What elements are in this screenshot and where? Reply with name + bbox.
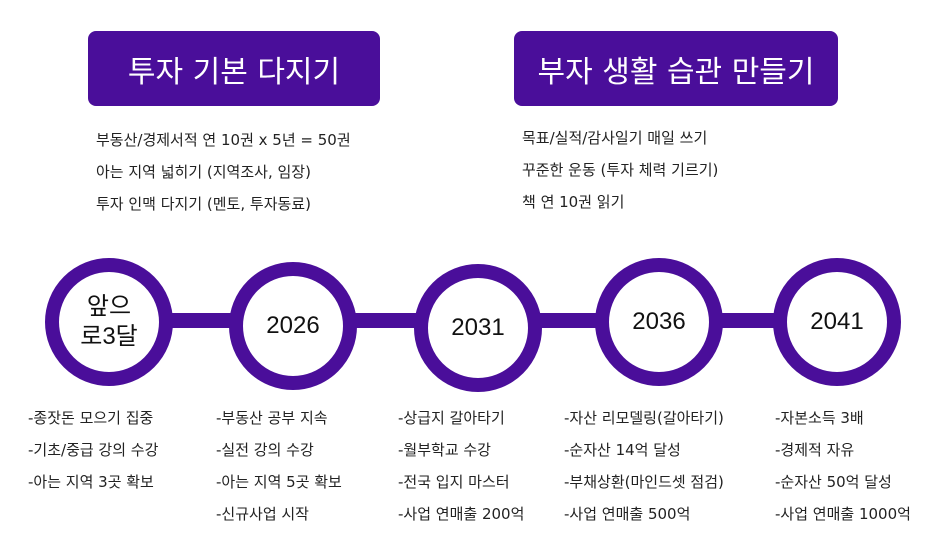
goal-item: -전국 입지 마스터 xyxy=(398,473,510,491)
timeline-node-3months: 앞으 로3달 xyxy=(45,258,173,386)
rich-habits-list: 목표/실적/감사일기 매일 쓰기 꾸준한 운동 (투자 체력 기르기) 책 연 … xyxy=(522,122,718,218)
list-item: 목표/실적/감사일기 매일 쓰기 xyxy=(522,129,708,147)
goal-item: -종잣돈 모으기 집중 xyxy=(28,409,154,427)
goal-item: -부채상환(마인드셋 점검) xyxy=(564,473,724,491)
goal-item: -월부학교 수강 xyxy=(398,441,491,459)
goal-item: -상급지 갈아타기 xyxy=(398,409,505,427)
goal-item: -사업 연매출 200억 xyxy=(398,505,525,523)
timeline-node-2026: 2026 xyxy=(229,262,357,390)
list-item: 아는 지역 넓히기 (지역조사, 임장) xyxy=(96,163,311,181)
goal-item: -기초/중급 강의 수강 xyxy=(28,441,159,459)
investment-basics-list: 부동산/경제서적 연 10권 x 5년 = 50권 아는 지역 넓히기 (지역조… xyxy=(96,124,351,220)
timeline-node-2041: 2041 xyxy=(773,258,901,386)
goal-item: -순자산 50억 달성 xyxy=(775,473,892,491)
timeline-node-2036: 2036 xyxy=(595,258,723,386)
section-title-investment-basics: 투자 기본 다지기 xyxy=(88,31,380,106)
goal-item: -아는 지역 5곳 확보 xyxy=(216,473,342,491)
timeline-goals-3months: -종잣돈 모으기 집중 -기초/중급 강의 수강 -아는 지역 3곳 확보 xyxy=(28,402,158,498)
goal-item: -실전 강의 수강 xyxy=(216,441,314,459)
goal-item: -사업 연매출 500억 xyxy=(564,505,691,523)
goal-item: -경제적 자유 xyxy=(775,441,855,459)
list-item: 꾸준한 운동 (투자 체력 기르기) xyxy=(522,161,719,179)
timeline-node-2031: 2031 xyxy=(414,264,542,392)
list-item: 책 연 10권 읽기 xyxy=(522,193,625,211)
goal-item: -순자산 14억 달성 xyxy=(564,441,681,459)
goal-item: -자본소득 3배 xyxy=(775,409,864,427)
goal-item: -신규사업 시작 xyxy=(216,505,309,523)
section-title-rich-habits: 부자 생활 습관 만들기 xyxy=(514,31,838,106)
timeline-goals-2026: -부동산 공부 지속 -실전 강의 수강 -아는 지역 5곳 확보 -신규사업 … xyxy=(216,402,342,530)
timeline-goals-2041: -자본소득 3배 -경제적 자유 -순자산 50억 달성 -사업 연매출 100… xyxy=(775,402,911,530)
goal-item: -자산 리모델링(갈아타기) xyxy=(564,409,724,427)
goal-item: -아는 지역 3곳 확보 xyxy=(28,473,154,491)
list-item: 투자 인맥 다지기 (멘토, 투자동료) xyxy=(96,195,311,213)
list-item: 부동산/경제서적 연 10권 x 5년 = 50권 xyxy=(96,131,351,149)
timeline-goals-2031: -상급지 갈아타기 -월부학교 수강 -전국 입지 마스터 -사업 연매출 20… xyxy=(398,402,524,530)
timeline-goals-2036: -자산 리모델링(갈아타기) -순자산 14억 달성 -부채상환(마인드셋 점검… xyxy=(564,402,724,530)
goal-item: -사업 연매출 1000억 xyxy=(775,505,911,523)
goal-item: -부동산 공부 지속 xyxy=(216,409,328,427)
